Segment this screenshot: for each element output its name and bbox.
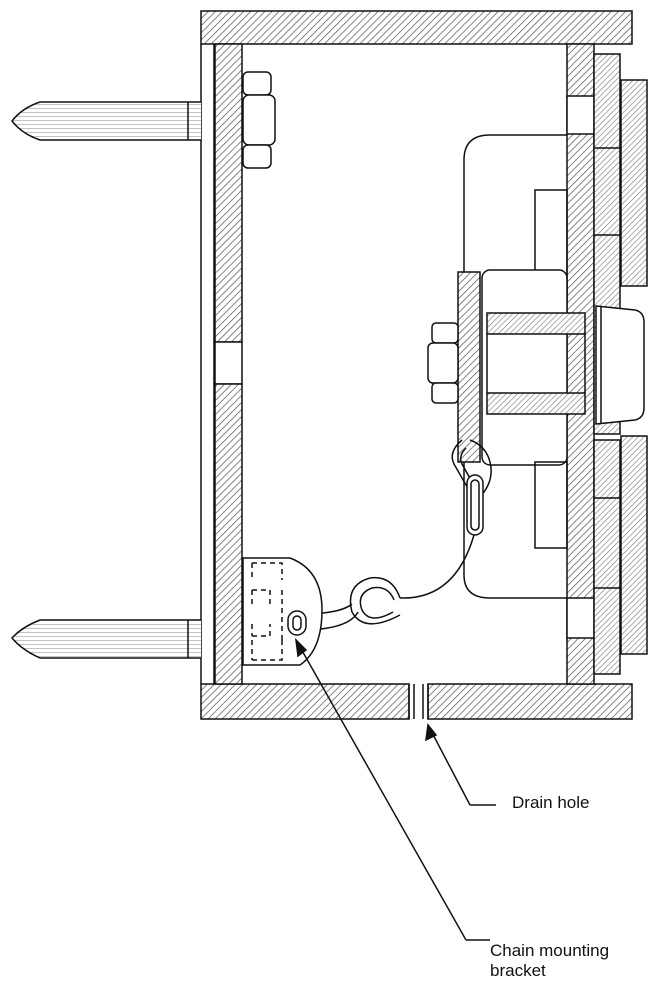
- right-outer-upper: [621, 80, 647, 286]
- leader-drain-hole: [426, 725, 496, 805]
- left-wall-lower: [215, 384, 242, 684]
- bottom-board-left: [201, 684, 409, 719]
- lock-cylinder: [596, 306, 644, 424]
- chain-bracket-label: Chain mounting bracket: [490, 941, 609, 981]
- right-panel-lower: [594, 440, 620, 674]
- drain-hole: [409, 684, 428, 719]
- left-wall-gap: [215, 342, 242, 384]
- bottom-board-right: [428, 684, 632, 719]
- chain-bracket-label-line2: bracket: [490, 961, 609, 981]
- top-board: [201, 11, 632, 44]
- latch-nut-stack: [428, 323, 458, 403]
- left-nut-stack: [243, 72, 275, 168]
- right-outer-lower: [621, 436, 647, 654]
- chain-cable: [400, 535, 474, 598]
- left-wall-upper: [215, 44, 242, 342]
- latch-body-lower: [535, 462, 567, 548]
- right-wall: [567, 44, 594, 684]
- upper-screw: [12, 102, 201, 140]
- chain-bracket-label-line1: Chain mounting: [490, 941, 609, 961]
- bolt-lower: [487, 393, 585, 414]
- drain-hole-label: Drain hole: [512, 793, 590, 813]
- bolt-upper: [487, 313, 585, 334]
- lower-screw: [12, 620, 201, 658]
- chain-mounting-bracket: [243, 558, 322, 665]
- latch-body-center: [482, 270, 567, 465]
- latch-plate: [458, 272, 480, 462]
